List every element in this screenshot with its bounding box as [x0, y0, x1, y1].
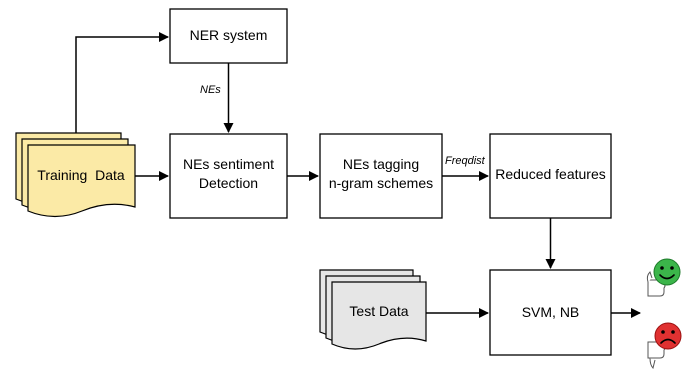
nes-sentiment-node: NEs sentiment Detection — [169, 133, 288, 219]
reduced-features-node: Reduced features — [489, 133, 612, 219]
nes-sentiment-label-line2: Detection — [199, 175, 258, 191]
nes-sentiment-label-line1: NEs sentiment — [183, 156, 274, 172]
test-data-label: Test Data — [349, 303, 408, 319]
edge-label-nes: NEs — [200, 84, 221, 96]
classifier-node: SVM, NB — [489, 269, 612, 356]
ner-system-label: NER system — [190, 27, 268, 43]
edges — [75, 32, 641, 318]
nes-tagging-label-line1: NEs tagging — [343, 156, 419, 172]
test-data-node: Test Data — [319, 269, 427, 350]
nes-tagging-label-line2: n-gram schemes — [329, 175, 433, 191]
thumbs-up-smiley-icon — [646, 258, 681, 297]
nes-tagging-node: NEs tagging n-gram schemes — [319, 133, 443, 219]
edge-label-freqdist: Freqdist — [445, 155, 486, 167]
ner-system-node: NER system — [169, 8, 288, 64]
thumbs-down-sad-icon — [647, 322, 682, 369]
reduced-features-label: Reduced features — [495, 166, 606, 182]
edge-training-to-ner — [75, 32, 169, 133]
training-data-node: Training Data — [15, 132, 136, 218]
classifier-label: SVM, NB — [522, 304, 580, 320]
training-data-label: Training Data — [37, 167, 125, 183]
